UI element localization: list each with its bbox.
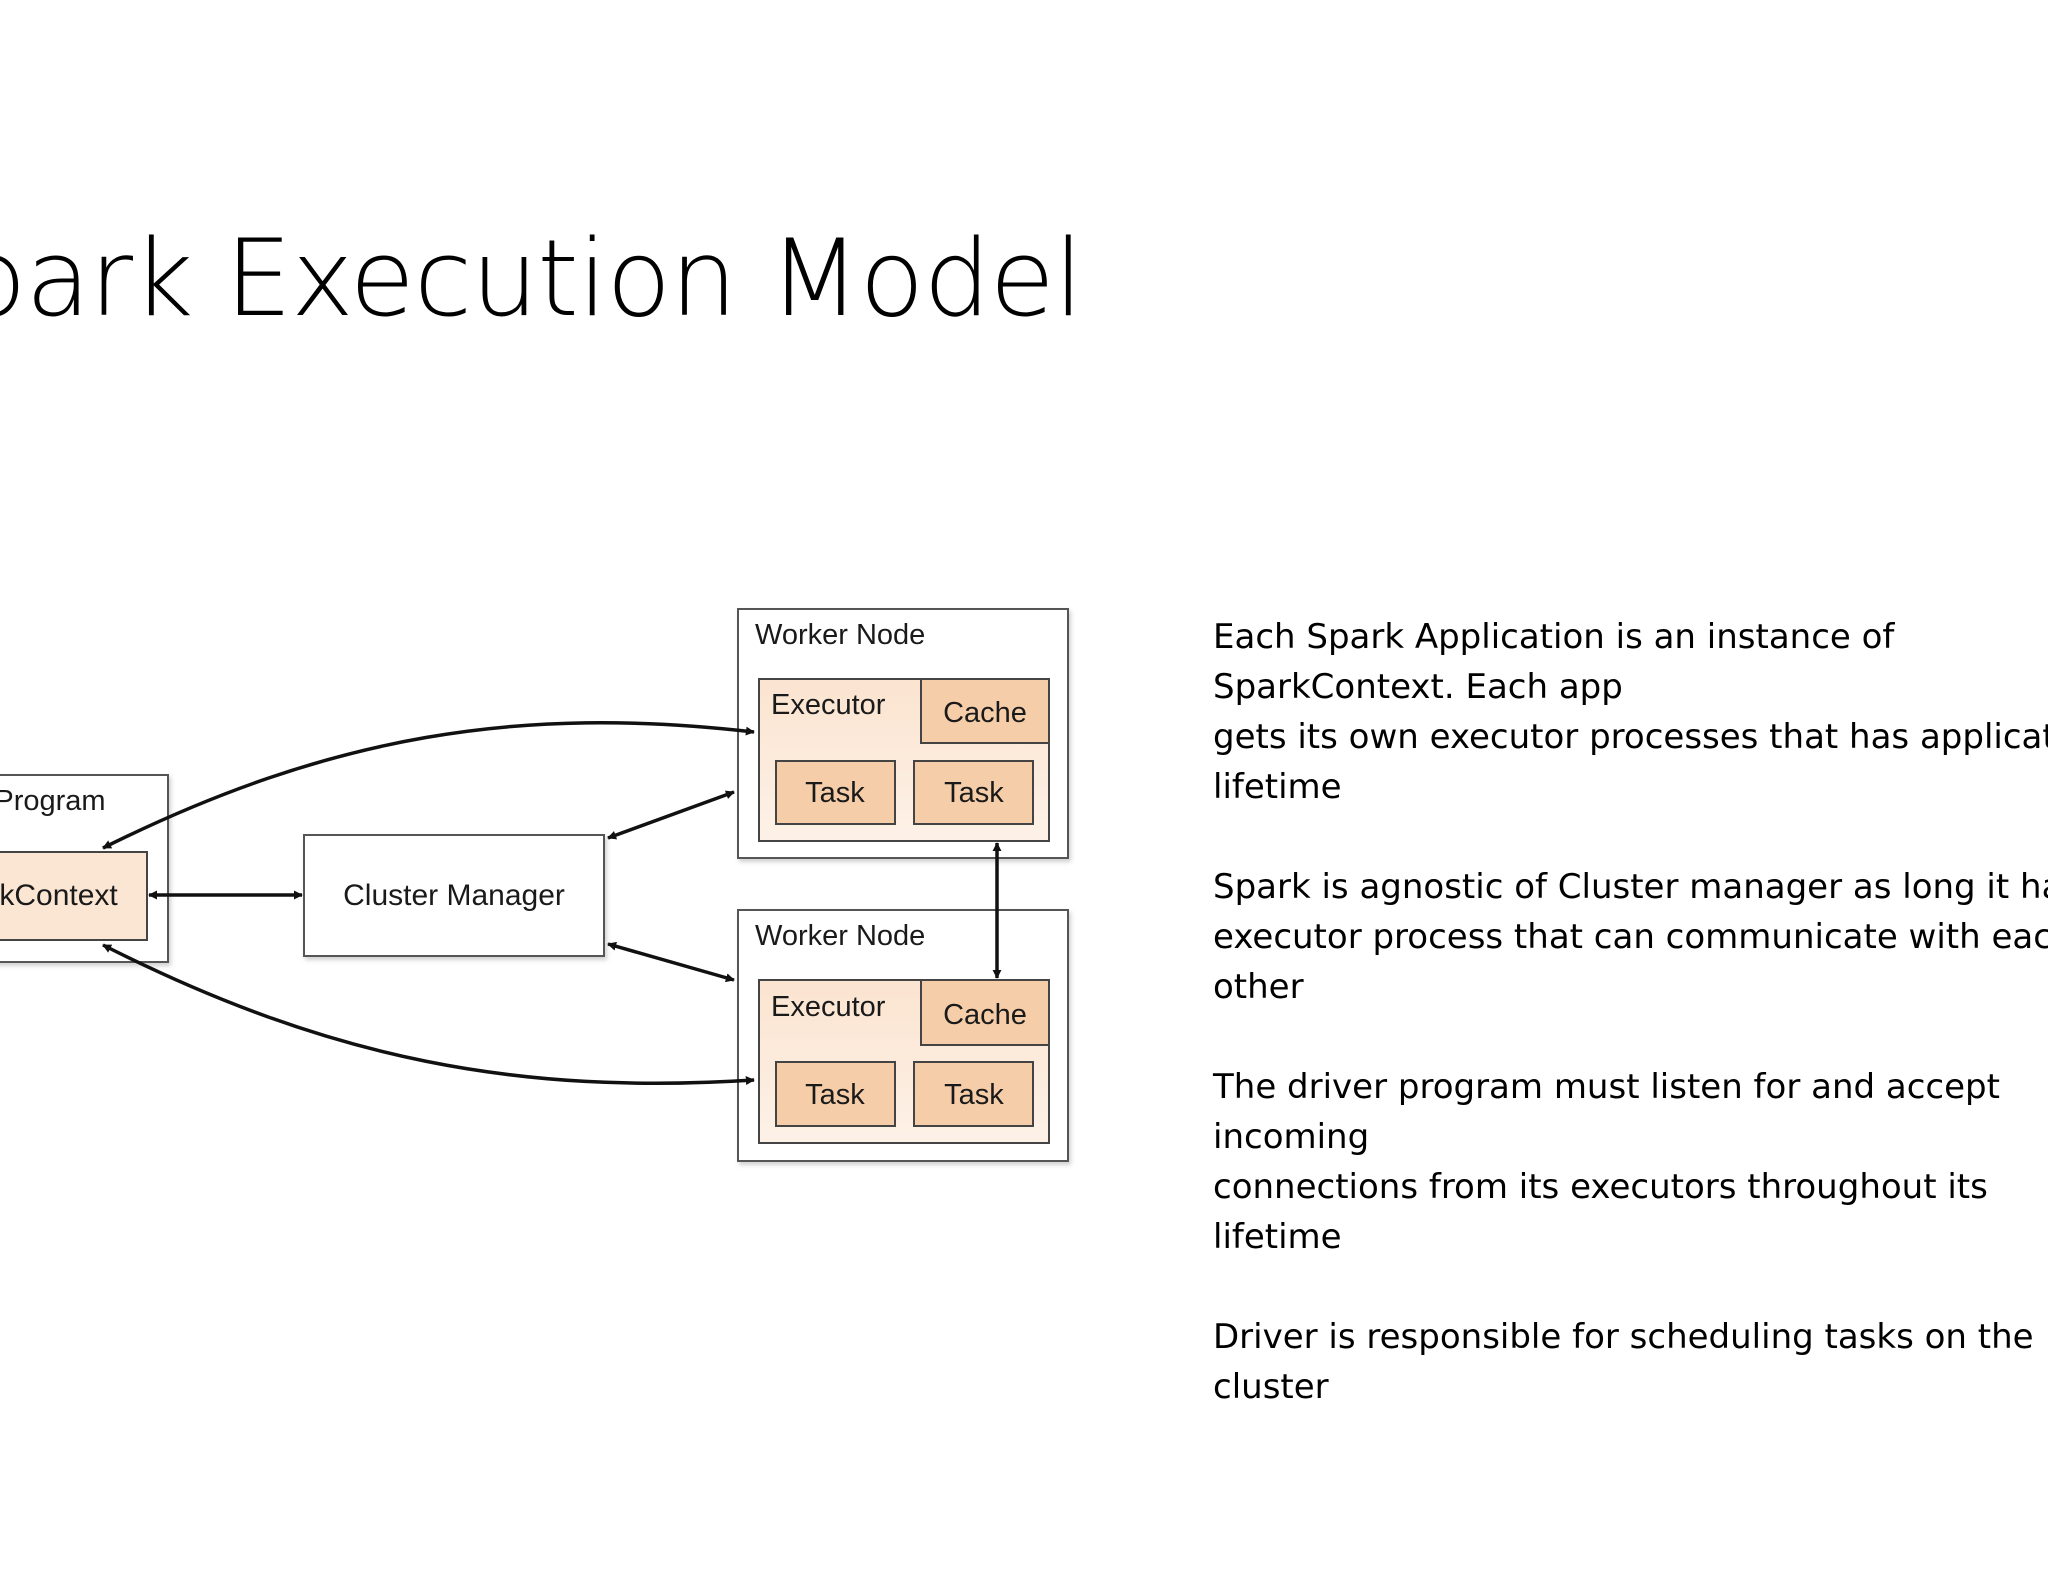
task-bottom-1-box bbox=[775, 1061, 896, 1127]
task-bottom-2-label: Task bbox=[944, 1079, 1004, 1111]
task-top-2-box bbox=[913, 760, 1034, 825]
cluster-manager: Cluster Manager bbox=[303, 834, 605, 957]
task-bottom-2-box bbox=[913, 1061, 1034, 1127]
cluster-manager-box bbox=[303, 834, 605, 957]
note-paragraph-4: Driver is responsible for scheduling tas… bbox=[1213, 1317, 2034, 1407]
task-bottom-1-label: Task bbox=[805, 1079, 865, 1111]
task-top-1-label: Task bbox=[805, 777, 865, 809]
note-paragraph-3: The driver program must listen for and a… bbox=[1213, 1067, 2000, 1257]
executor-bottom-label: Executor bbox=[771, 991, 886, 1023]
driver-program: Driver Program SparkContext bbox=[0, 774, 169, 963]
worker-node-bottom: Worker Node Executor Cache Task Task bbox=[737, 909, 1069, 1162]
note-paragraph-2: Spark is agnostic of Cluster manager as … bbox=[1213, 867, 2048, 1007]
cache-top-label: Cache bbox=[943, 697, 1027, 729]
slide-title: Spark Execution Model bbox=[0, 217, 1083, 340]
driver-program-label: Driver Program bbox=[0, 785, 106, 817]
worker-node-bottom-label: Worker Node bbox=[755, 920, 925, 952]
cache-bottom-box bbox=[920, 979, 1050, 1046]
worker-node-top-label: Worker Node bbox=[755, 619, 925, 651]
executor-top-label: Executor bbox=[771, 689, 886, 721]
arrow-cluster-to-worker-top bbox=[607, 790, 735, 840]
spark-context-label: SparkContext bbox=[0, 879, 118, 912]
note-paragraph-1: Each Spark Application is an instance of… bbox=[1213, 617, 2048, 807]
spark-context-box bbox=[0, 851, 148, 941]
cache-top-box bbox=[920, 678, 1050, 744]
arrow-driver-to-worker-top bbox=[102, 720, 755, 850]
arrow-cluster-to-worker-bottom bbox=[607, 941, 735, 983]
arrow-driver-to-worker-bottom bbox=[102, 943, 755, 1086]
task-top-2-label: Task bbox=[944, 777, 1004, 809]
cache-bottom-label: Cache bbox=[943, 999, 1027, 1031]
worker-node-top: Worker Node Executor Cache Task Task bbox=[737, 608, 1069, 859]
notes-text: Each Spark Application is an instance of… bbox=[1213, 612, 2048, 1462]
task-top-1-box bbox=[775, 760, 896, 825]
cluster-manager-label: Cluster Manager bbox=[343, 879, 565, 912]
connectors bbox=[102, 720, 1002, 1086]
